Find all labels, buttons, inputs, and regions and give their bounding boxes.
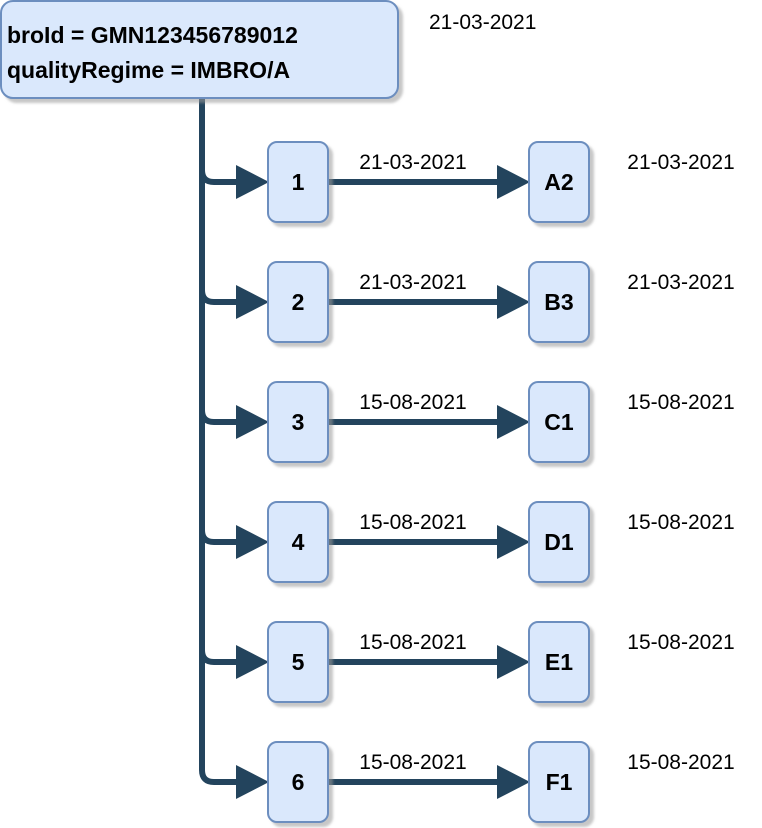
code-node-label: C1: [544, 409, 574, 435]
code-node-label: B3: [544, 289, 573, 315]
link-arrowhead: [497, 525, 530, 559]
root-node[interactable]: broId = GMN123456789012 qualityRegime = …: [0, 0, 399, 99]
link-date-label: 15-08-2021: [359, 391, 466, 414]
link-arrowhead: [497, 405, 530, 439]
link-arrowhead: [497, 285, 530, 319]
root-node-broid: broId = GMN123456789012: [7, 22, 298, 48]
number-node-label: 1: [292, 169, 305, 195]
code-date-label: 15-08-2021: [627, 511, 734, 534]
number-node-label: 2: [292, 289, 305, 315]
branch-connector: [199, 99, 238, 425]
code-node-box[interactable]: [528, 381, 590, 463]
code-node[interactable]: D1: [528, 501, 590, 583]
root-node-box[interactable]: [0, 0, 399, 99]
number-node-label: 4: [292, 529, 305, 555]
code-node[interactable]: F1: [528, 741, 590, 823]
root-node-quality-regime: qualityRegime = IMBRO/A: [7, 57, 290, 83]
code-node-box[interactable]: [528, 261, 590, 343]
code-date-label: 21-03-2021: [627, 151, 734, 174]
branch-connector: [199, 99, 238, 785]
number-node-box[interactable]: [267, 621, 329, 703]
branch-arrowhead: [236, 645, 269, 679]
link-date-label: 15-08-2021: [359, 511, 466, 534]
number-node[interactable]: 4: [267, 501, 329, 583]
root-date-label: 21-03-2021: [429, 11, 536, 34]
code-date-label: 15-08-2021: [627, 751, 734, 774]
code-date-label: 15-08-2021: [627, 391, 734, 414]
branch-arrowhead: [236, 405, 269, 439]
branch-connector: [199, 99, 238, 545]
code-node-box[interactable]: [528, 141, 590, 223]
link-arrowhead: [497, 765, 530, 799]
branch-arrowhead: [236, 525, 269, 559]
code-node-box[interactable]: [528, 621, 590, 703]
code-node-label: D1: [544, 529, 574, 555]
number-node[interactable]: 6: [267, 741, 329, 823]
code-node-label: F1: [546, 769, 573, 795]
link-date-label: 21-03-2021: [359, 271, 466, 294]
branch-connector: [199, 99, 238, 305]
code-date-label: 21-03-2021: [627, 271, 734, 294]
number-node-label: 5: [292, 649, 305, 675]
number-node-box[interactable]: [267, 741, 329, 823]
branch-arrowhead: [236, 165, 269, 199]
row-layer: 121-03-2021A221-03-2021221-03-2021B321-0…: [267, 141, 735, 823]
number-node[interactable]: 3: [267, 381, 329, 463]
number-node-box[interactable]: [267, 381, 329, 463]
branch-arrowhead: [236, 765, 269, 799]
code-date-label: 15-08-2021: [627, 631, 734, 654]
code-node-label: A2: [544, 169, 573, 195]
code-node-label: E1: [545, 649, 573, 675]
code-node-box[interactable]: [528, 741, 590, 823]
link-arrowhead: [497, 165, 530, 199]
code-node[interactable]: A2: [528, 141, 590, 223]
branch-arrowhead: [236, 285, 269, 319]
number-node-label: 3: [292, 409, 305, 435]
number-node[interactable]: 5: [267, 621, 329, 703]
link-date-label: 15-08-2021: [359, 751, 466, 774]
link-arrowhead: [497, 645, 530, 679]
number-node-box[interactable]: [267, 261, 329, 343]
link-date-label: 15-08-2021: [359, 631, 466, 654]
number-node-box[interactable]: [267, 501, 329, 583]
code-node-box[interactable]: [528, 501, 590, 583]
branch-connector: [199, 99, 238, 185]
code-node[interactable]: C1: [528, 381, 590, 463]
number-node-box[interactable]: [267, 141, 329, 223]
number-node[interactable]: 1: [267, 141, 329, 223]
link-date-label: 21-03-2021: [359, 151, 466, 174]
connector-layer: [199, 99, 530, 799]
code-node[interactable]: E1: [528, 621, 590, 703]
number-node[interactable]: 2: [267, 261, 329, 343]
code-node[interactable]: B3: [528, 261, 590, 343]
number-node-label: 6: [292, 769, 305, 795]
